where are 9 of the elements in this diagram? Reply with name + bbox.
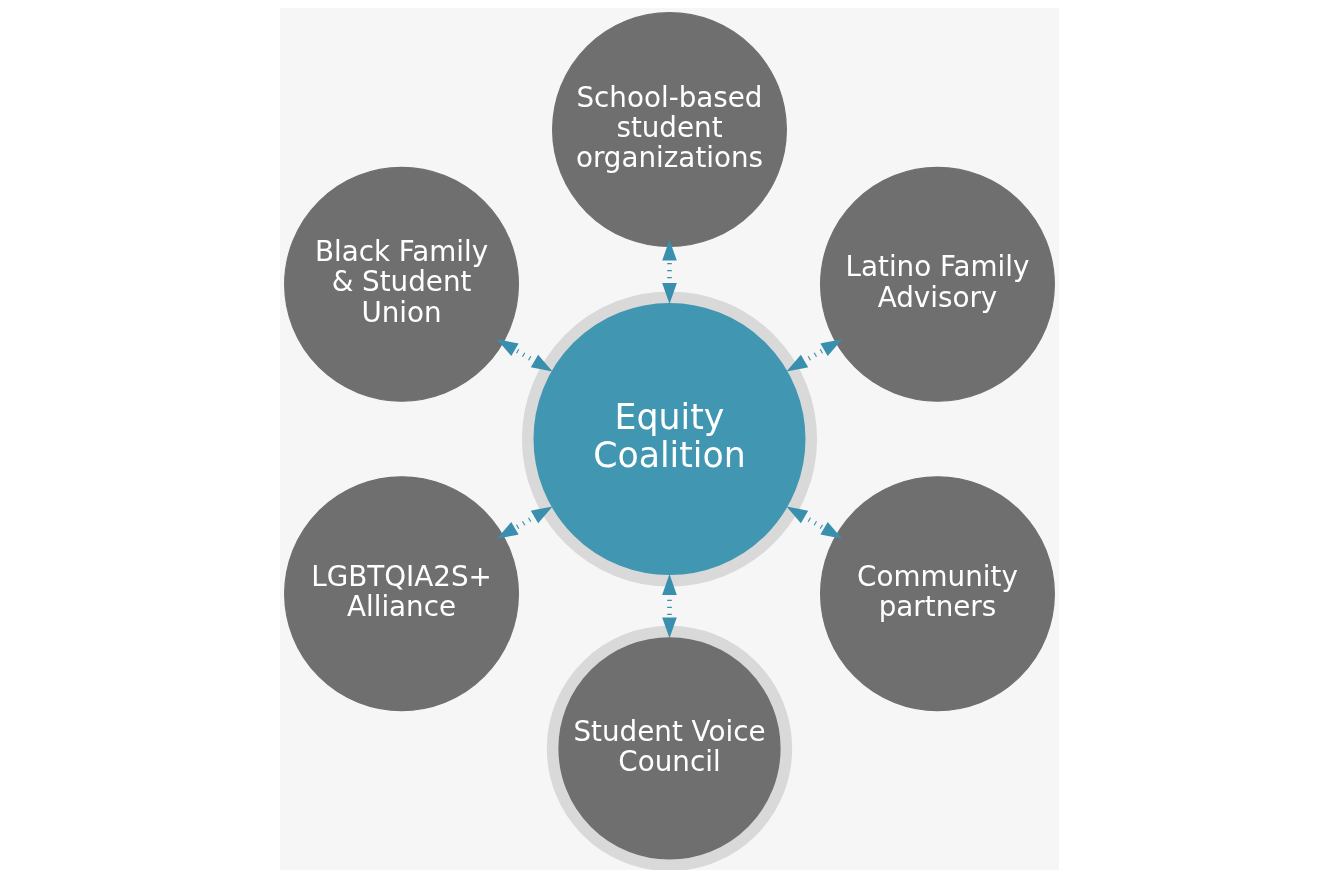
arrow	[786, 339, 843, 372]
arrow	[496, 339, 553, 372]
node-circle: School-based student organizations	[552, 12, 787, 248]
arrow	[662, 239, 677, 304]
arrow	[662, 574, 677, 639]
node-circle: Student Voice Council	[546, 625, 793, 870]
node-circle: Equity Coalition	[521, 291, 818, 587]
arrow	[786, 506, 843, 539]
arrow	[496, 506, 553, 539]
